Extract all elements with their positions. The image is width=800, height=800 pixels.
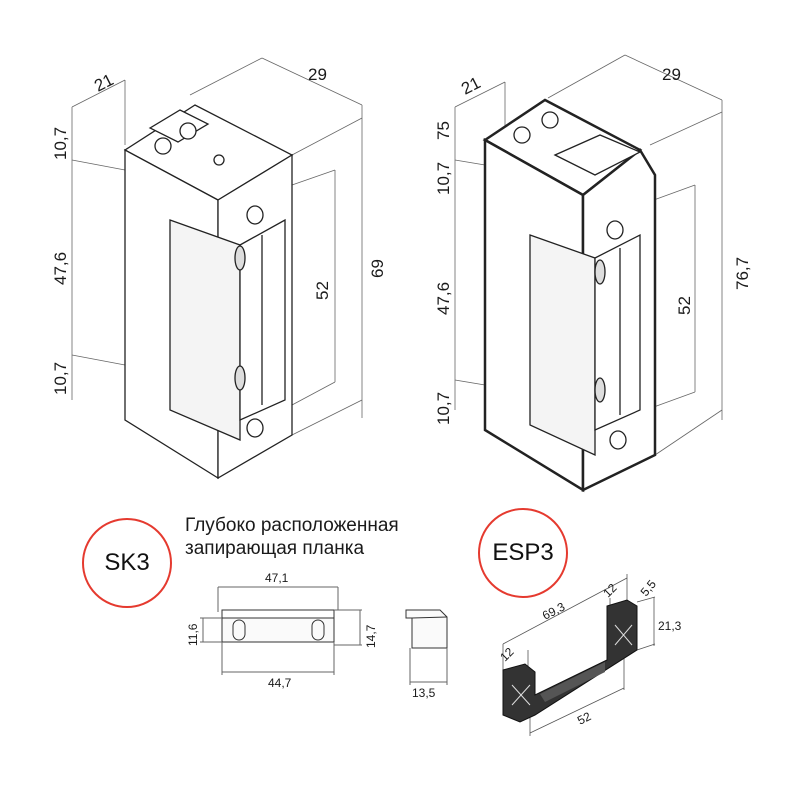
sk3-title: Глубоко расположенная запирающая планка [185, 514, 399, 560]
sk3-side-depth-label: 13,5 [412, 686, 436, 700]
esp3-tab-left-label: 12 [497, 645, 517, 665]
left-lock-body [123, 104, 294, 480]
right-faceplate-label: 52 [675, 296, 694, 315]
right-cap-label: 75 [434, 121, 453, 140]
sk3-title-line1: Глубоко расположенная [185, 515, 399, 536]
right-depth-label: 29 [662, 65, 681, 84]
right-lock-dimension-lines [454, 54, 723, 456]
left-top-label: 10,7 [51, 127, 70, 160]
sk3-inner-label: 44,7 [268, 676, 292, 690]
esp3-inner-label: 52 [575, 709, 594, 728]
left-lock-dimension-lines [71, 57, 363, 436]
esp3-thickness-label: 5,5 [638, 577, 660, 599]
sk3-height-right-label: 14,7 [364, 624, 378, 648]
esp3-bracket [502, 574, 656, 736]
right-bottom-label: 10,7 [434, 392, 453, 425]
right-height-label: 76,7 [733, 257, 752, 290]
left-faceplate-label: 52 [313, 281, 332, 300]
sk3-strike-plate [200, 586, 448, 685]
esp3-height-label: 21,3 [658, 619, 682, 633]
esp3-badge-text: ESP3 [492, 539, 554, 566]
left-bottom-label: 10,7 [51, 362, 70, 395]
esp3-length-label: 69,3 [540, 599, 567, 622]
sk3-badge-text: SK3 [104, 549, 150, 576]
sk3-height-left-label: 11,6 [186, 623, 200, 646]
left-width-label: 21 [91, 70, 116, 96]
sk3-badge: SK3 [82, 518, 172, 608]
right-middle-label: 47,6 [434, 282, 453, 315]
left-height-label: 69 [368, 259, 387, 278]
sk3-title-line2: запирающая планка [185, 538, 365, 559]
left-depth-label: 29 [308, 65, 327, 84]
esp3-badge: ESP3 [478, 508, 568, 598]
left-middle-label: 47,6 [51, 252, 70, 285]
sk3-outer-label: 47,1 [265, 571, 289, 585]
right-top-label: 10,7 [434, 162, 453, 195]
right-lock-body [482, 98, 657, 493]
